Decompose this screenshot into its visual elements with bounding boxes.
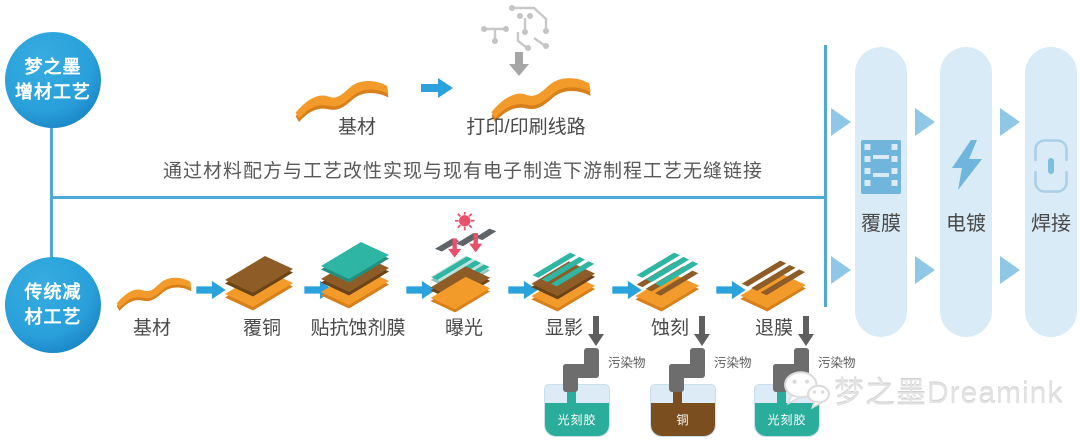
- arrow-right-icon: [196, 280, 226, 300]
- left-spine-line: [50, 127, 53, 260]
- circuit-trace-icon: [481, 5, 549, 51]
- arrow-right-icon: [915, 256, 935, 284]
- step-label-substrate: 基材: [337, 117, 376, 138]
- beaker-label: 光刻胶: [557, 413, 597, 428]
- arrow-right-icon: [421, 78, 453, 98]
- stage-label: 电镀: [946, 213, 986, 235]
- arrow-right-icon: [612, 280, 642, 300]
- step-label-printed-circuit: 打印/印刷线路: [466, 117, 586, 138]
- stage-label: 焊接: [1031, 213, 1071, 235]
- pollutant-label: 污染物: [714, 356, 752, 370]
- arrow-right-icon: [915, 108, 935, 136]
- arrow-down-icon: [588, 316, 604, 346]
- arrow-down-gray-icon: [509, 52, 529, 76]
- solder-icon: [1033, 139, 1069, 193]
- drain-pipe-icon: [669, 348, 705, 410]
- beaker-photoresist: 光刻胶: [544, 384, 610, 437]
- badge-label: 材工艺: [24, 307, 82, 327]
- arrow-down-icon: [798, 316, 814, 346]
- strip-film-icon: [740, 260, 806, 312]
- horizontal-connector-line: [50, 196, 826, 199]
- subtractive-process-badge: 传统减 材工艺: [5, 257, 101, 353]
- arrow-down-icon: [694, 316, 710, 346]
- step-label: 曝光: [444, 318, 483, 339]
- arrow-right-icon: [1000, 256, 1020, 284]
- substrate-icon: [116, 277, 192, 311]
- badge-label: 梦之墨: [24, 57, 82, 77]
- badge-label: 传统减: [24, 282, 82, 302]
- beaker-copper: 铜: [650, 384, 716, 437]
- step-label: 退膜: [754, 318, 793, 339]
- step-label: 贴抗蚀剂膜: [310, 318, 406, 339]
- arrow-right-icon: [716, 280, 746, 300]
- drain-pipe-icon: [563, 348, 599, 410]
- arrow-right-icon: [831, 256, 851, 284]
- beaker-label: 光刻胶: [767, 413, 807, 428]
- arrow-right-icon: [831, 108, 851, 136]
- right-spine-line: [824, 45, 827, 307]
- develop-icon: [531, 252, 596, 312]
- step-label: 基材: [132, 318, 171, 339]
- step-label: 显影: [544, 318, 583, 339]
- resist-film-icon: [321, 242, 389, 309]
- wechat-icon: [784, 371, 830, 410]
- substrate-icon: [295, 80, 389, 122]
- etch-icon: [635, 252, 700, 312]
- stage-column-electroplating: [940, 47, 992, 337]
- badge-label: 增材工艺: [15, 82, 91, 102]
- additive-process-badge: 梦之墨 增材工艺: [5, 32, 101, 128]
- arrow-right-icon: [508, 280, 538, 300]
- arrow-right-icon: [1000, 108, 1020, 136]
- step-label: 蚀刻: [650, 318, 689, 339]
- copper-clad-icon: [225, 256, 293, 311]
- lightning-icon: [952, 140, 982, 190]
- beaker-label: 铜: [676, 413, 690, 428]
- process-note: 通过材料配方与工艺改性实现与现有电子制造下游制程工艺无缝链接: [162, 161, 763, 182]
- stage-label: 覆膜: [861, 213, 901, 235]
- film-icon: [861, 140, 901, 194]
- pollutant-label: 污染物: [608, 356, 646, 370]
- step-label: 覆铜: [242, 318, 281, 339]
- watermark-text: 梦之墨Dreamink: [834, 377, 1064, 410]
- arrow-right-icon: [406, 280, 436, 300]
- printed-circuit-icon: [491, 78, 591, 122]
- watermark: 梦之墨Dreamink: [782, 368, 1063, 412]
- pollutant-label: 污染物: [818, 356, 856, 370]
- exposure-icon: [430, 212, 497, 312]
